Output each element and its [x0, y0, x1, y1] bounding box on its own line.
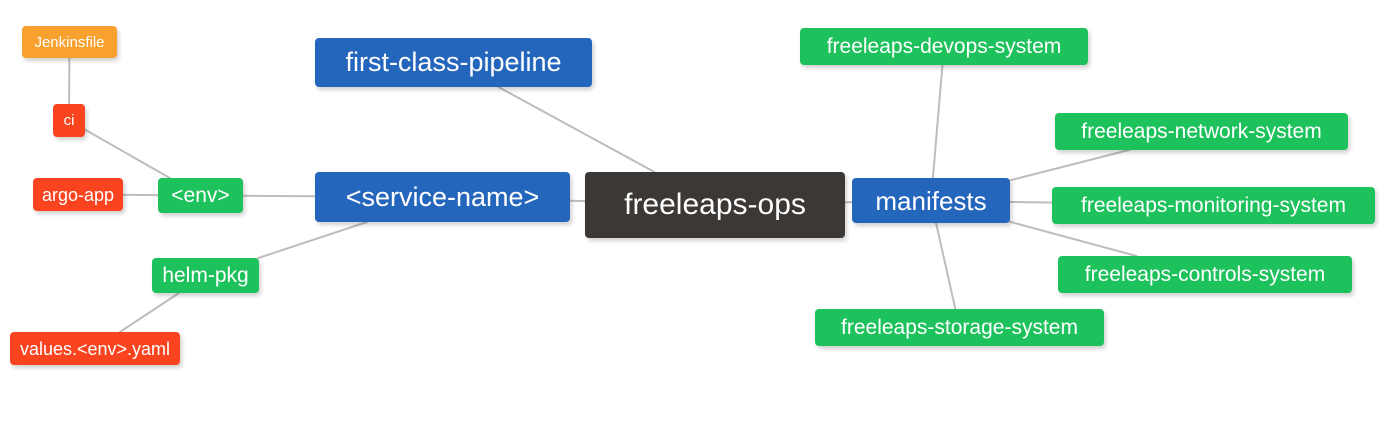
- node-label: values.<env>.yaml: [19, 338, 171, 359]
- mindmap-node-freeleaps-controls-system[interactable]: freeleaps-controls-system: [1058, 256, 1352, 293]
- node-label: freeleaps-controls-system: [1084, 263, 1326, 286]
- mindmap-node-freeleaps-monitoring-system[interactable]: freeleaps-monitoring-system: [1052, 187, 1375, 224]
- node-label: helm-pkg: [162, 264, 249, 287]
- mindmap-node-helm-pkg[interactable]: helm-pkg: [152, 258, 259, 293]
- mindmap-node-jenkinsfile[interactable]: Jenkinsfile: [22, 26, 117, 58]
- node-label: freeleaps-storage-system: [841, 316, 1078, 339]
- mindmap-node-ci[interactable]: ci: [53, 104, 85, 137]
- mindmap-node-freeleaps-network-system[interactable]: freeleaps-network-system: [1055, 113, 1348, 150]
- edge-freeleaps-ops--first-class-pipeline: [497, 86, 656, 173]
- node-label: freeleaps-ops: [624, 188, 806, 221]
- edge-manifests--freeleaps-storage-system: [935, 222, 957, 310]
- edge-helm-pkg--values-env-yaml: [118, 292, 181, 333]
- edge-manifests--freeleaps-controls-system: [1009, 220, 1138, 257]
- node-label: <env>: [171, 184, 230, 207]
- node-label: argo-app: [41, 184, 115, 205]
- node-label: freeleaps-devops-system: [826, 35, 1062, 58]
- node-label: manifests: [875, 185, 987, 216]
- mindmap-node-freeleaps-ops[interactable]: freeleaps-ops: [585, 172, 845, 238]
- node-label: ci: [63, 112, 75, 129]
- edge-manifests--freeleaps-devops-system: [931, 64, 944, 179]
- node-label: Jenkinsfile: [34, 33, 105, 51]
- mindmap-node-env[interactable]: <env>: [158, 178, 243, 213]
- node-label: freeleaps-monitoring-system: [1081, 194, 1346, 217]
- mindmap-node-argo-app[interactable]: argo-app: [33, 178, 123, 211]
- mindmap-node-freeleaps-devops-system[interactable]: freeleaps-devops-system: [800, 28, 1088, 65]
- edge-env--ci: [84, 128, 171, 179]
- mindmap-node-first-class-pipeline[interactable]: first-class-pipeline: [315, 38, 592, 87]
- mindmap-node-values-env-yaml[interactable]: values.<env>.yaml: [10, 332, 180, 365]
- edge-manifests--freeleaps-monitoring-system: [1009, 200, 1053, 204]
- node-label: first-class-pipeline: [345, 47, 562, 77]
- node-label: <service-name>: [345, 181, 540, 212]
- mindmap-node-manifests[interactable]: manifests: [852, 178, 1010, 223]
- edge-manifests--freeleaps-network-system: [1009, 149, 1130, 182]
- mindmap-node-service-name[interactable]: <service-name>: [315, 172, 570, 222]
- node-label: freeleaps-network-system: [1081, 120, 1322, 143]
- mindmap-node-freeleaps-storage-system[interactable]: freeleaps-storage-system: [815, 309, 1104, 346]
- edge-service-name--helm-pkg: [257, 221, 369, 259]
